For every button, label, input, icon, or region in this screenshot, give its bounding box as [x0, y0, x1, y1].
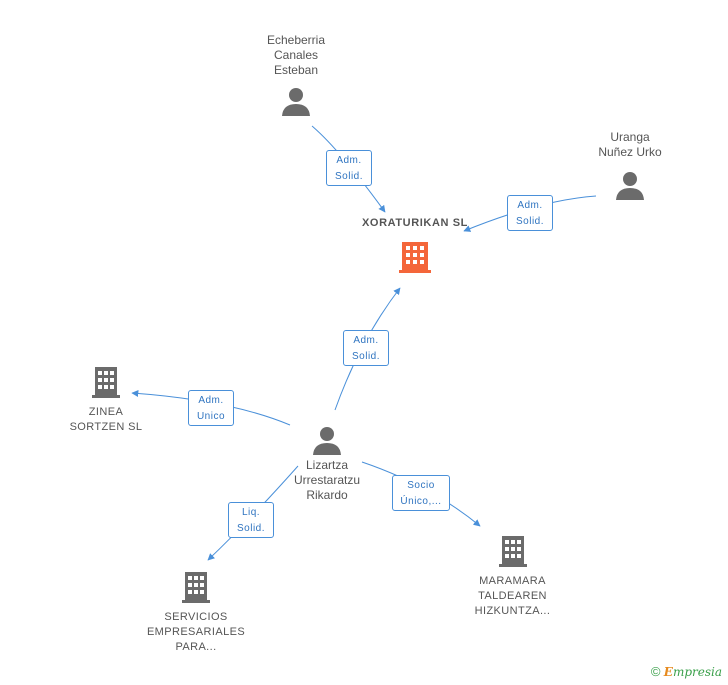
company-node-zinea[interactable]: ZINEA SORTZEN SL: [56, 365, 156, 435]
company-label: MARAMARA TALDEAREN HIZKUNTZA...: [474, 575, 551, 617]
brand-initial: E: [663, 665, 673, 679]
building-icon: [498, 536, 527, 567]
relation-badge-uranga[interactable]: Adm. Solid.: [507, 195, 553, 231]
person-icon: [616, 172, 644, 200]
person-icon: [313, 427, 341, 455]
relation-badge-servicios[interactable]: Liq. Solid.: [228, 502, 274, 538]
relation-badge-lizartza-center[interactable]: Adm. Solid.: [343, 330, 389, 366]
company-label: SERVICIOS EMPRESARIALES PARA...: [146, 611, 246, 653]
person-label: Uranga Nuñez Urko: [598, 130, 662, 159]
building-icon: [399, 242, 431, 273]
relation-badge-zinea[interactable]: Adm. Unico: [188, 390, 234, 426]
center-company-node[interactable]: XORATURIKAN SL: [340, 216, 490, 275]
person-label: Lizartza Urrestaratzu Rikardo: [293, 458, 361, 502]
brand-name: mpresia: [672, 665, 722, 679]
center-company-label: XORATURIKAN SL: [362, 217, 468, 229]
company-label: ZINEA SORTZEN SL: [69, 406, 143, 433]
person-node-uranga[interactable]: Uranga Nuñez Urko: [580, 130, 680, 200]
person-node-echeberria[interactable]: Echeberria Canales Esteban: [246, 33, 346, 116]
building-icon: [182, 572, 210, 603]
company-node-maramara[interactable]: MARAMARA TALDEAREN HIZKUNTZA...: [450, 534, 575, 619]
relation-badge-echeberria[interactable]: Adm. Solid.: [326, 150, 372, 186]
building-icon: [92, 367, 120, 398]
company-node-servicios[interactable]: SERVICIOS EMPRESARIALES PARA...: [131, 570, 261, 655]
empresia-watermark: © Empresia: [651, 664, 722, 679]
copyright-symbol: ©: [650, 664, 661, 679]
relation-badge-maramara[interactable]: Socio Único,...: [392, 475, 450, 511]
person-node-lizartza[interactable]: Lizartza Urrestaratzu Rikardo: [277, 425, 377, 503]
person-icon: [282, 88, 310, 116]
person-label: Echeberria Canales Esteban: [266, 33, 326, 77]
